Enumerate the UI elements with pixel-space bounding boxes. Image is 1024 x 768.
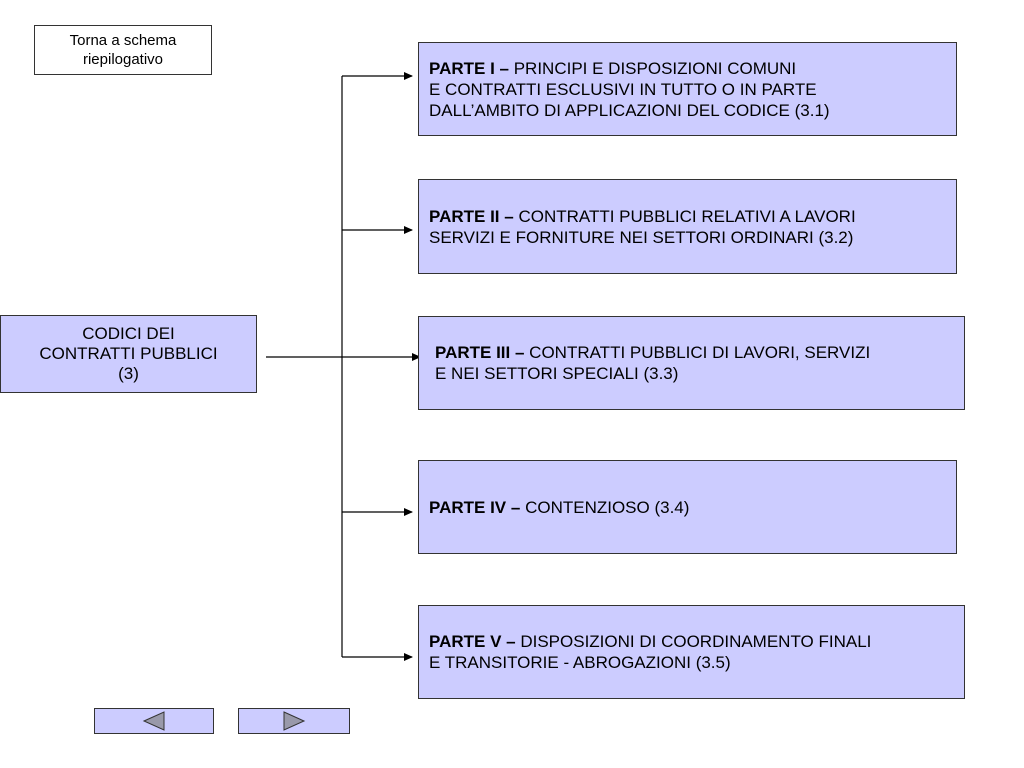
root-node: CODICI DEI CONTRATTI PUBBLICI (3): [0, 315, 257, 393]
left-triangle-icon: [142, 711, 165, 731]
part-3-box[interactable]: PARTE III – CONTRATTI PUBBLICI DI LAVORI…: [418, 316, 965, 410]
back-link-text: Torna a schema riepilogativo: [69, 32, 177, 68]
part-1-label: PARTE I –: [429, 58, 509, 78]
part-2-text: PARTE II – CONTRATTI PUBBLICI RELATIVI A…: [429, 206, 856, 247]
right-triangle-icon: [283, 711, 306, 731]
part-3-label: PARTE III –: [435, 343, 525, 362]
part-1-text: PARTE I – PRINCIPI E DISPOSIZIONI COMUNI…: [429, 58, 830, 120]
part-4-text: PARTE IV – CONTENZIOSO (3.4): [429, 497, 690, 517]
part-2-box[interactable]: PARTE II – CONTRATTI PUBBLICI RELATIVI A…: [418, 179, 957, 274]
part-5-text: PARTE V – DISPOSIZIONI DI COORDINAMENTO …: [429, 632, 872, 672]
part-5-label: PARTE V –: [429, 632, 516, 651]
part-3-text: PARTE III – CONTRATTI PUBBLICI DI LAVORI…: [435, 343, 871, 383]
part-2-label: PARTE II –: [429, 206, 514, 226]
previous-slide-button[interactable]: [94, 708, 214, 734]
part-4-box[interactable]: PARTE IV – CONTENZIOSO (3.4): [418, 460, 957, 554]
root-node-label: CODICI DEI CONTRATTI PUBBLICI (3): [39, 324, 218, 383]
part-5-box[interactable]: PARTE V – DISPOSIZIONI DI COORDINAMENTO …: [418, 605, 965, 699]
back-to-summary-link[interactable]: Torna a schema riepilogativo: [34, 25, 212, 75]
part-1-box[interactable]: PARTE I – PRINCIPI E DISPOSIZIONI COMUNI…: [418, 42, 957, 136]
part-4-label: PARTE IV –: [429, 497, 521, 517]
next-slide-button[interactable]: [238, 708, 350, 734]
